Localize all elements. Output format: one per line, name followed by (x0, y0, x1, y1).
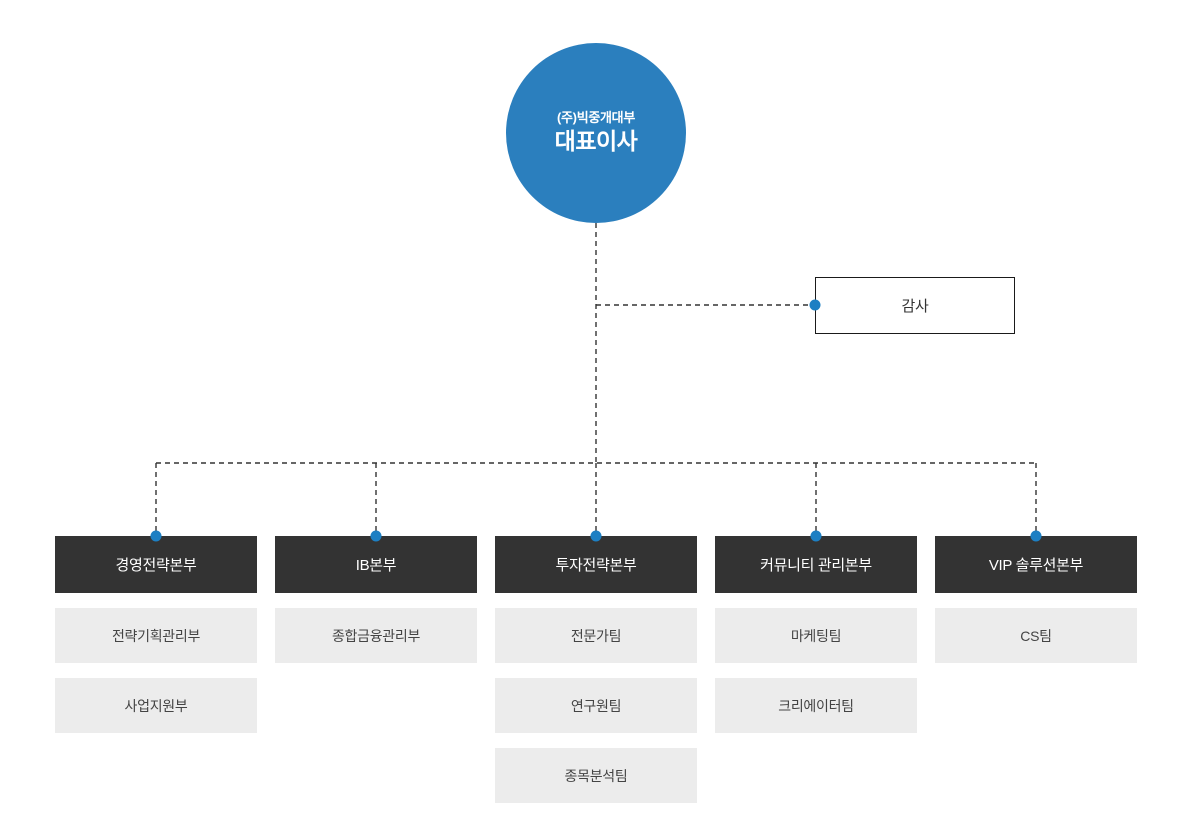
department-head-label: 커뮤니티 관리본부 (760, 557, 872, 574)
department-head-label: 경영전략본부 (115, 557, 197, 574)
team-label: 전문가팀 (570, 627, 622, 644)
department-head-1[interactable]: 경영전략본부 (55, 530, 257, 593)
department-head-2[interactable]: IB본부 (275, 530, 477, 593)
department-head-3[interactable]: 투자전략본부 (495, 530, 697, 593)
team-label: 마케팅팀 (790, 627, 842, 644)
team-box[interactable]: 사업지원부 (55, 678, 257, 733)
node-dot-icon (590, 530, 602, 542)
node-dot-icon (370, 530, 382, 542)
node-dot-icon (1030, 530, 1042, 542)
team-box[interactable]: 종합금융관리부 (275, 608, 477, 663)
department-head-label: IB본부 (355, 557, 397, 574)
team-box[interactable]: 크리에이터팀 (715, 678, 917, 733)
team-label: 전략기획관리부 (111, 627, 201, 644)
auditor-node[interactable]: 감사 (815, 277, 1015, 334)
team-box[interactable]: 연구원팀 (495, 678, 697, 733)
team-label: 크리에이터팀 (778, 697, 854, 714)
department-head-5[interactable]: VIP 솔루션본부 (935, 530, 1137, 593)
department-columns: 경영전략본부 전략기획관리부 사업지원부 IB본부 종합금융관리부 투자전략본부 (55, 530, 1137, 803)
team-label: 종합금융관리부 (331, 627, 421, 644)
team-label: 종목분석팀 (564, 767, 628, 784)
department-column-1: 경영전략본부 전략기획관리부 사업지원부 (55, 530, 257, 733)
team-label: 연구원팀 (570, 697, 622, 714)
team-label: 사업지원부 (124, 697, 188, 714)
team-box[interactable]: CS팀 (935, 608, 1137, 663)
department-head-4[interactable]: 커뮤니티 관리본부 (715, 530, 917, 593)
auditor-connector-dot (809, 299, 821, 311)
department-column-5: VIP 솔루션본부 CS팀 (935, 530, 1137, 663)
auditor-label: 감사 (901, 298, 929, 315)
department-head-label: VIP 솔루션본부 (988, 557, 1084, 574)
team-box[interactable]: 마케팅팀 (715, 608, 917, 663)
root-node-title: 대표이사 (554, 128, 638, 155)
department-column-2: IB본부 종합금융관리부 (275, 530, 477, 663)
department-column-4: 커뮤니티 관리본부 마케팅팀 크리에이터팀 (715, 530, 917, 733)
team-box[interactable]: 전문가팀 (495, 608, 697, 663)
department-head-label: 투자전략본부 (555, 557, 637, 574)
department-column-3: 투자전략본부 전문가팀 연구원팀 종목분석팀 (495, 530, 697, 803)
team-label: CS팀 (1020, 627, 1052, 644)
team-box[interactable]: 종목분석팀 (495, 748, 697, 803)
root-company-name: (주)빅중개대부 (556, 110, 636, 125)
node-dot-icon (150, 530, 162, 542)
root-node-ceo[interactable]: (주)빅중개대부 대표이사 (506, 43, 686, 223)
team-box[interactable]: 전략기획관리부 (55, 608, 257, 663)
node-dot-icon (810, 530, 822, 542)
